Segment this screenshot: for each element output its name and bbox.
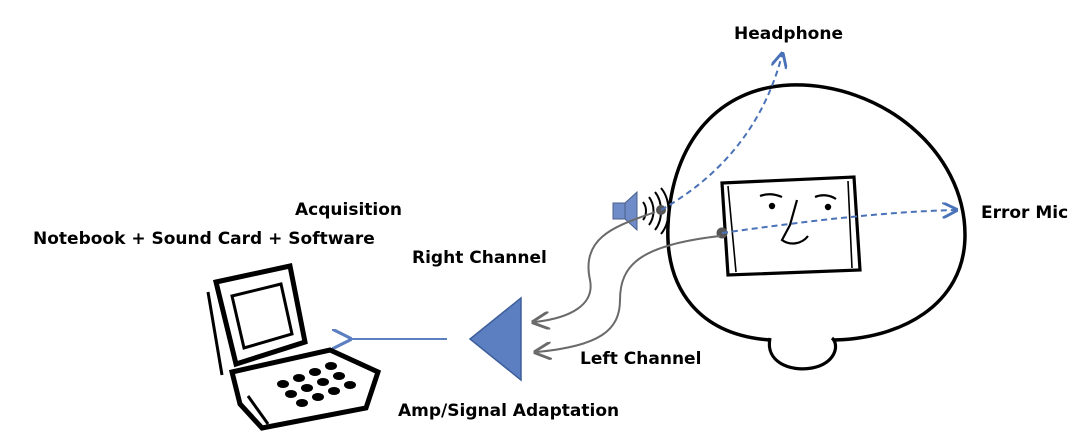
right-channel-wire: [535, 211, 656, 322]
error-mic-label: Error Mic: [981, 203, 1069, 223]
headphone-arrow: [660, 55, 782, 211]
right-channel-label: Right Channel: [412, 248, 547, 268]
face-mask: [720, 175, 862, 277]
headphone-label: Headphone: [734, 24, 843, 44]
left-channel-label: Left Channel: [580, 349, 702, 369]
left-channel-wire: [537, 235, 721, 352]
notebook-label: Notebook + Sound Card + Software: [33, 229, 375, 249]
amp-label: Amp/Signal Adaptation: [398, 401, 620, 421]
amplifier-triangle: [468, 296, 522, 382]
notebook-icon: [206, 263, 382, 431]
acquisition-label: Acquisition: [295, 200, 403, 220]
error-mic-arrow: [721, 210, 955, 234]
